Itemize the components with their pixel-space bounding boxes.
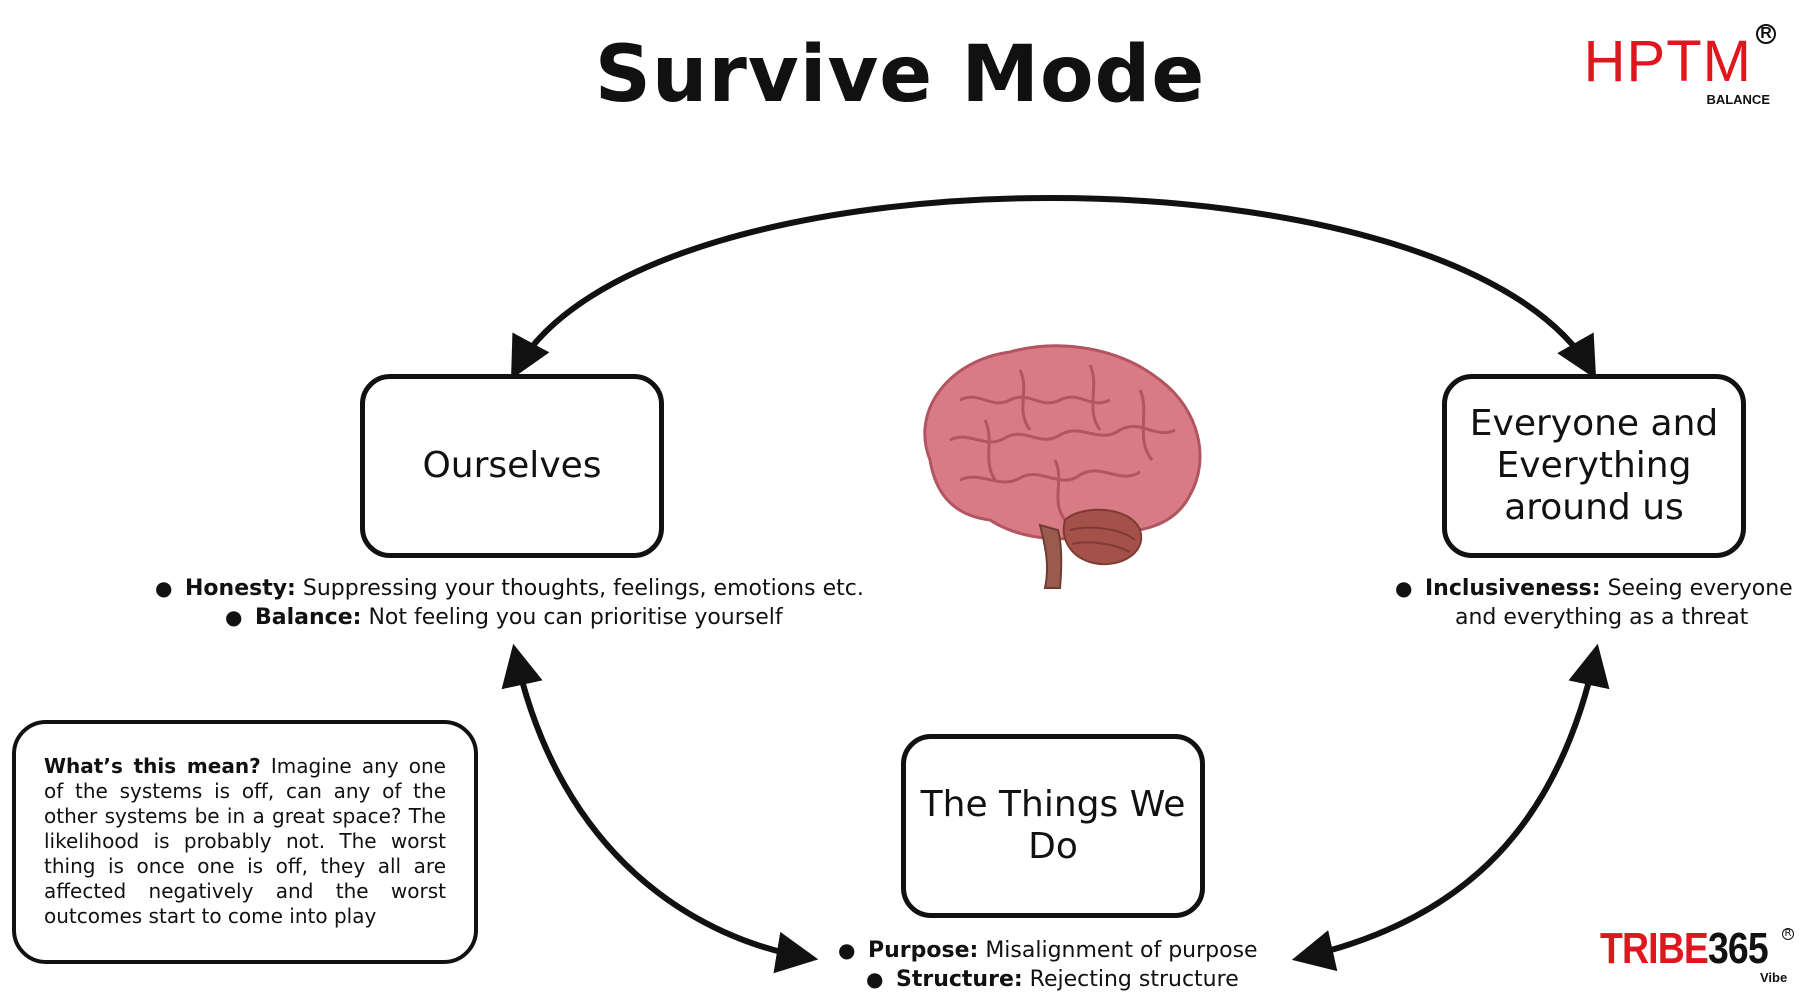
tribe365-logo: TRIBE365 R Vibe	[1600, 924, 1794, 994]
registered-icon: R	[1756, 24, 1776, 44]
tribe365-logo-red: TRIBE	[1600, 924, 1709, 973]
bullet-term: Honesty:	[185, 576, 296, 601]
node-ourselves: Ourselves	[360, 374, 664, 558]
node-the-things-we-do: The Things We Do	[901, 734, 1205, 918]
bullet-dot-icon: ●	[866, 967, 884, 991]
bullets-everyone: ● Inclusiveness: Seeing everyone and ever…	[1395, 574, 1793, 632]
bullets-ourselves: ● Honesty: Suppressing your thoughts, fee…	[155, 574, 864, 632]
node-everyone-and-everything: Everyone and Everything around us	[1442, 374, 1746, 558]
note-heading: What’s this mean?	[44, 754, 261, 778]
bullet-purpose: ● Purpose: Misalignment of purpose	[838, 936, 1258, 965]
registered-icon: R	[1782, 928, 1794, 940]
bullet-term: Balance:	[255, 605, 362, 630]
page-title: Survive Mode	[594, 30, 1206, 120]
arrow-left	[501, 643, 819, 974]
bullet-dot-icon: ●	[225, 605, 243, 629]
hptm-logo-subtitle: BALANCE	[1706, 92, 1770, 107]
bullet-text: Seeing everyone	[1607, 576, 1793, 601]
bullet-text: Misalignment of purpose	[985, 938, 1258, 963]
hptm-logo: HPTM R BALANCE	[1584, 22, 1780, 112]
bullet-term: Structure:	[896, 967, 1023, 992]
hptm-logo-text: HPTM	[1583, 29, 1752, 94]
bullet-term: Purpose:	[868, 938, 979, 963]
bullet-term: Inclusiveness:	[1425, 576, 1601, 601]
arrow-top	[510, 195, 1597, 380]
bullet-text: Suppressing your thoughts, feelings, emo…	[302, 576, 864, 601]
bullets-things: ● Purpose: Misalignment of purpose ● Struc…	[838, 936, 1258, 994]
bullet-inclusiveness-continuation: and everything as a threat	[1455, 605, 1749, 630]
bullet-text: Not feeling you can prioritise yourself	[368, 605, 783, 630]
tribe365-logo-text: TRIBE365	[1600, 924, 1769, 974]
tribe365-logo-dark: 365	[1707, 924, 1769, 973]
bullet-text: Rejecting structure	[1029, 967, 1239, 992]
bullet-honesty: ● Honesty: Suppressing your thoughts, fee…	[155, 574, 864, 603]
bullet-dot-icon: ●	[155, 576, 173, 600]
note-body: Imagine any one of the systems is off, c…	[44, 754, 446, 928]
bullet-structure: ● Structure: Rejecting structure	[838, 965, 1258, 994]
bullet-inclusiveness: ● Inclusiveness: Seeing everyone	[1395, 574, 1793, 603]
tribe365-logo-subtitle: Vibe	[1760, 970, 1788, 985]
brain-illustration	[923, 344, 1202, 589]
arrow-right	[1291, 643, 1610, 972]
bullet-dot-icon: ●	[838, 938, 856, 962]
bullet-dot-icon: ●	[1395, 576, 1413, 600]
bullet-balance: ● Balance: Not feeling you can prioritise…	[155, 603, 864, 632]
explanation-note: What’s this mean? Imagine any one of the…	[12, 720, 478, 964]
